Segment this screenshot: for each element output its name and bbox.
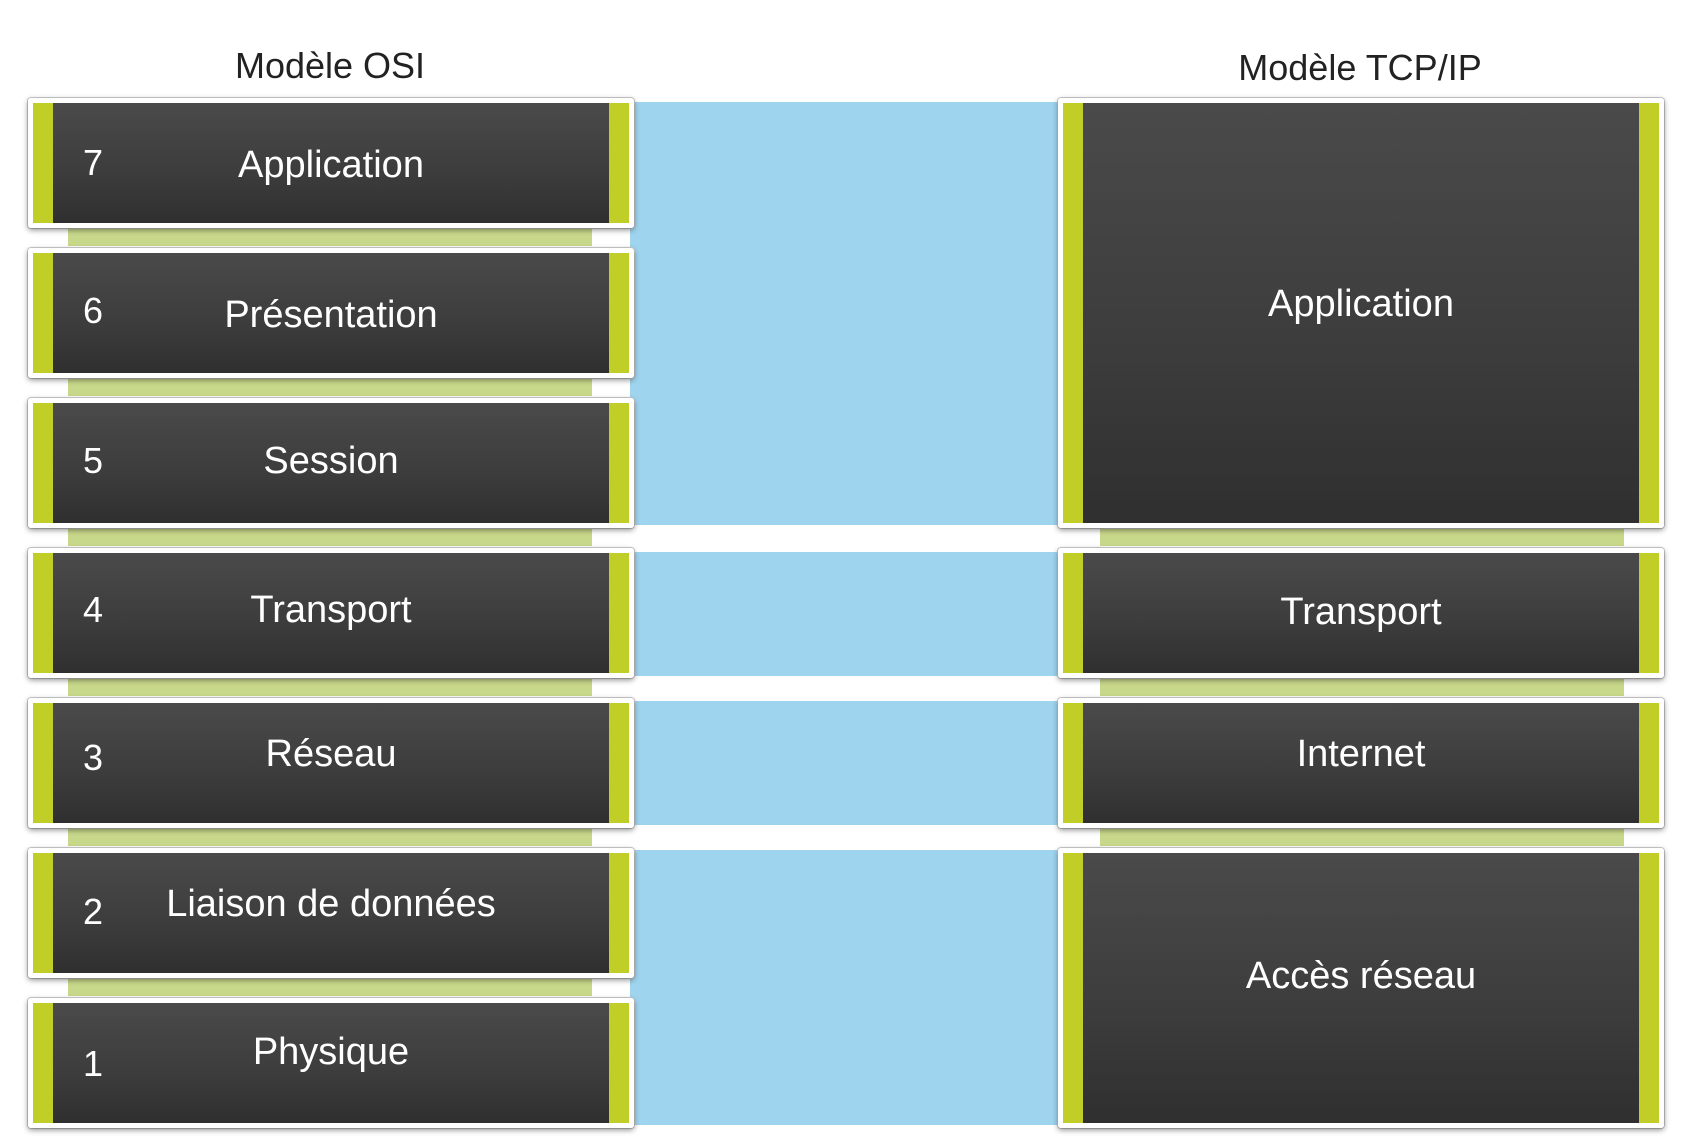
accent-bar-left bbox=[33, 553, 53, 673]
osi-layer-6: 6 Présentation bbox=[28, 248, 634, 378]
tcpip-connector bbox=[1100, 828, 1624, 846]
accent-bar-right bbox=[1639, 103, 1659, 523]
osi-layer-3: 3 Réseau bbox=[28, 698, 634, 828]
tcpip-layer-application: Application bbox=[1058, 98, 1664, 528]
layer-number: 3 bbox=[83, 737, 104, 778]
mapping-bridge-application bbox=[630, 102, 1060, 525]
osi-connector bbox=[68, 378, 592, 396]
accent-bar-right bbox=[609, 1003, 629, 1123]
mapping-bridge-transport bbox=[630, 552, 1060, 676]
osi-connector bbox=[68, 528, 592, 546]
accent-bar-left bbox=[1063, 553, 1083, 673]
accent-bar-left bbox=[33, 103, 53, 223]
layer-number: 4 bbox=[83, 589, 104, 630]
layer-name: Présentation bbox=[224, 294, 438, 336]
accent-bar-left bbox=[1063, 103, 1083, 523]
layer-number: 7 bbox=[83, 142, 104, 183]
layer-name: Transport bbox=[1280, 591, 1442, 633]
osi-connector bbox=[68, 828, 592, 846]
accent-bar-right bbox=[1639, 853, 1659, 1123]
layer-number: 1 bbox=[83, 1043, 104, 1084]
layer-name: Transport bbox=[250, 589, 412, 631]
accent-bar-right bbox=[609, 403, 629, 523]
tcpip-connector bbox=[1100, 678, 1624, 696]
layer-name: Physique bbox=[252, 1031, 410, 1073]
mapping-bridge-network-access bbox=[630, 850, 1060, 1125]
accent-bar-left bbox=[1063, 703, 1083, 823]
accent-bar-right bbox=[609, 103, 629, 223]
layer-name: Session bbox=[263, 440, 399, 482]
accent-bar-right bbox=[609, 553, 629, 673]
osi-layer-7: 7 Application bbox=[28, 98, 634, 228]
accent-bar-right bbox=[609, 853, 629, 973]
osi-layer-4: 4 Transport bbox=[28, 548, 634, 678]
tcpip-layer-internet: Internet bbox=[1058, 698, 1664, 828]
accent-bar-left bbox=[33, 253, 53, 373]
layer-name: Application bbox=[1268, 283, 1454, 325]
osi-layer-1: 1 Physique bbox=[28, 998, 634, 1128]
layer-name: Application bbox=[238, 144, 424, 186]
tcpip-layer-network-access: Accès réseau bbox=[1058, 848, 1664, 1128]
osi-model-title: Modèle OSI bbox=[234, 45, 426, 86]
layer-name: Internet bbox=[1296, 733, 1426, 775]
layer-name: Liaison de données bbox=[166, 883, 496, 925]
layer-number: 6 bbox=[83, 290, 104, 331]
accent-bar-left bbox=[33, 403, 53, 523]
osi-connector bbox=[68, 978, 592, 996]
tcpip-layer-transport: Transport bbox=[1058, 548, 1664, 678]
tcpip-model-title: Modèle TCP/IP bbox=[1238, 47, 1482, 88]
osi-connector bbox=[68, 228, 592, 246]
accent-bar-left bbox=[1063, 853, 1083, 1123]
accent-bar-left bbox=[33, 853, 53, 973]
mapping-bridge-internet bbox=[630, 701, 1060, 825]
accent-bar-right bbox=[609, 253, 629, 373]
osi-layer-5: 5 Session bbox=[28, 398, 634, 528]
layer-name: Réseau bbox=[265, 733, 397, 775]
accent-bar-right bbox=[1639, 553, 1659, 673]
layer-name: Accès réseau bbox=[1245, 955, 1477, 997]
accent-bar-left bbox=[33, 1003, 53, 1123]
accent-bar-left bbox=[33, 703, 53, 823]
layer-number: 2 bbox=[83, 891, 104, 932]
osi-connector bbox=[68, 678, 592, 696]
layer-number: 5 bbox=[83, 440, 104, 481]
accent-bar-right bbox=[609, 703, 629, 823]
tcpip-connector bbox=[1100, 528, 1624, 546]
osi-layer-2: 2 Liaison de données bbox=[28, 848, 634, 978]
accent-bar-right bbox=[1639, 703, 1659, 823]
